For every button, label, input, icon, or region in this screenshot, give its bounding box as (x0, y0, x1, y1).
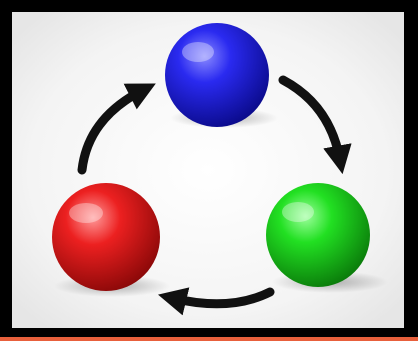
bottom-accent-line (0, 337, 418, 341)
blue-sphere (165, 23, 269, 127)
green-sphere (266, 183, 370, 287)
red-sphere (52, 183, 160, 291)
